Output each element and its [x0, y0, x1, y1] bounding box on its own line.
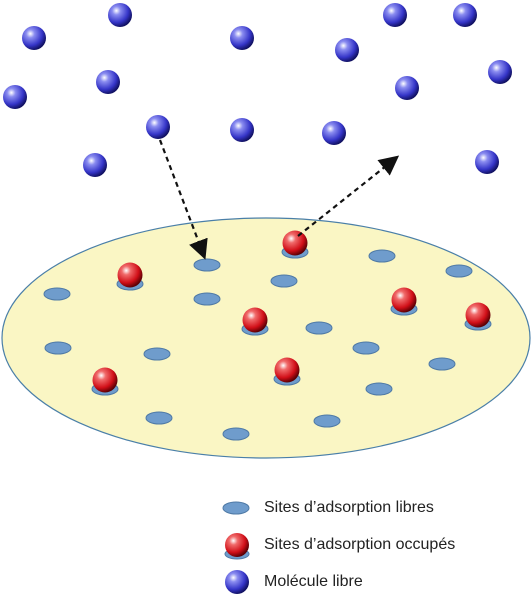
occupied-site	[116, 262, 144, 291]
free-site	[305, 321, 333, 335]
free-sites-group	[43, 249, 473, 441]
free-molecule	[230, 26, 254, 50]
occupied-site	[464, 302, 492, 331]
legend-free-sites-label: Sites d’adsorption libres	[264, 499, 434, 516]
legend-free-molecule: Molécule libre	[222, 567, 363, 597]
free-molecule	[3, 85, 27, 109]
adsorption-arrow	[158, 139, 208, 260]
free-molecule	[395, 76, 419, 100]
free-molecule	[83, 153, 107, 177]
free-molecule	[108, 3, 132, 27]
free-molecule	[475, 150, 499, 174]
adsorbed-molecule	[465, 302, 491, 328]
blue-sphere-icon	[225, 570, 249, 594]
free-site	[43, 287, 71, 301]
free-site	[193, 292, 221, 306]
free-molecule	[146, 115, 170, 139]
free-site	[428, 357, 456, 371]
occupied-site	[281, 230, 309, 259]
occupied-site	[273, 357, 301, 386]
free-site	[193, 258, 221, 272]
adsorbed-molecule	[242, 307, 268, 333]
free-site	[270, 274, 298, 288]
adsorbed-molecule	[117, 262, 143, 288]
free-site	[368, 249, 396, 263]
legend-free-sites: Sites d’adsorption libres	[222, 493, 434, 523]
free-molecule	[322, 121, 346, 145]
free-site	[313, 414, 341, 428]
free-site	[352, 341, 380, 355]
adsorbed-molecule	[274, 357, 300, 383]
free-site	[145, 411, 173, 425]
adsorbent-surface	[1, 217, 531, 459]
adsorbed-molecule	[282, 230, 308, 256]
free-molecule	[453, 3, 477, 27]
free-molecules-group	[3, 3, 512, 177]
free-site	[143, 347, 171, 361]
free-site	[222, 427, 250, 441]
free-site	[445, 264, 473, 278]
legend-free-molecule-label: Molécule libre	[264, 573, 363, 590]
free-site	[365, 382, 393, 396]
free-molecule	[230, 118, 254, 142]
occupied-site	[241, 307, 269, 336]
occupied-site	[91, 367, 119, 396]
free-molecule	[488, 60, 512, 84]
legend-occupied-sites: Sites d’adsorption occupés	[222, 530, 455, 560]
free-molecule	[96, 70, 120, 94]
free-site	[44, 341, 72, 355]
site-ellipse-icon	[222, 501, 250, 515]
legend-occupied-sites-label: Sites d’adsorption occupés	[264, 536, 456, 553]
adsorbed-molecule	[92, 367, 118, 393]
free-molecule	[22, 26, 46, 50]
red-sphere-icon	[224, 533, 250, 560]
desorption-arrow	[297, 155, 400, 237]
free-molecule	[335, 38, 359, 62]
free-molecule	[383, 3, 407, 27]
occupied-site	[390, 287, 418, 316]
adsorbed-molecule	[391, 287, 417, 313]
occupied-sites-group	[91, 230, 492, 396]
